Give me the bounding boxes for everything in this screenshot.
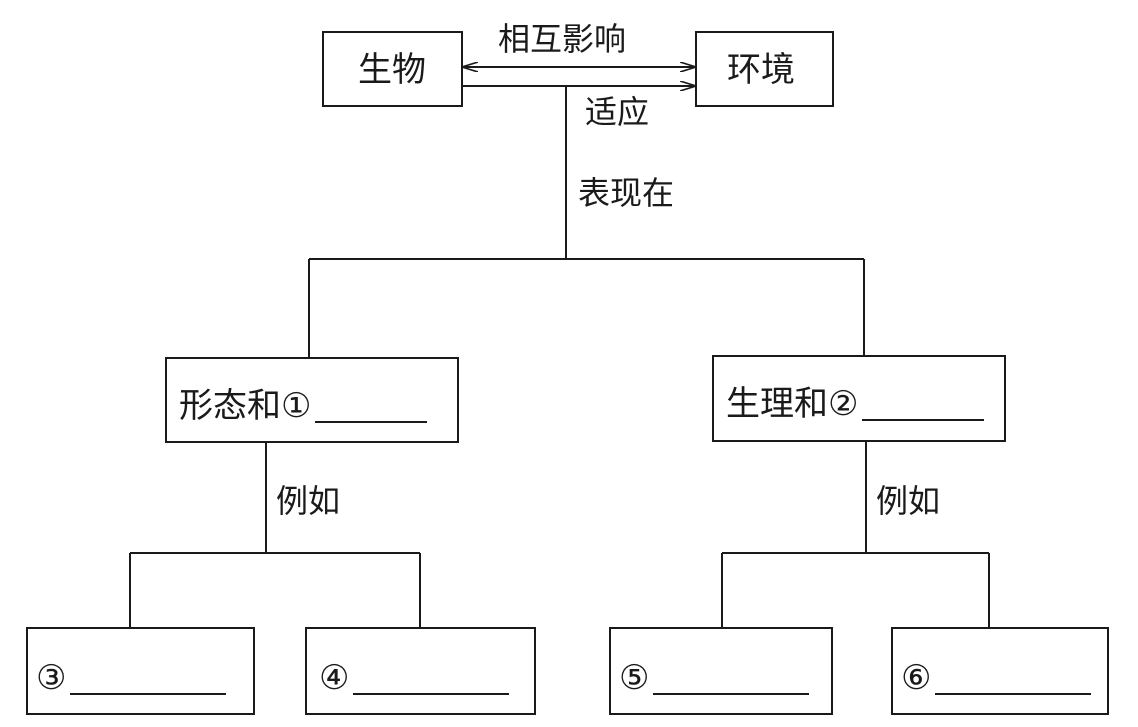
physiology-label-text: 生理和② bbox=[726, 384, 859, 424]
blank-1-line[interactable] bbox=[315, 391, 428, 423]
blank-6-number: ⑥ bbox=[901, 658, 932, 698]
organism-box: 生物 bbox=[322, 31, 463, 107]
morphology-label-text: 形态和① bbox=[179, 386, 312, 426]
right-example-label: 例如 bbox=[876, 482, 941, 520]
blank-6-line[interactable] bbox=[935, 663, 1092, 695]
blank-box-6: ⑥ bbox=[891, 627, 1109, 715]
blank-5-label: ⑤ bbox=[619, 658, 810, 698]
environment-box: 环境 bbox=[695, 31, 834, 107]
environment-label: 环境 bbox=[727, 50, 795, 90]
blank-4-line[interactable] bbox=[353, 663, 510, 695]
blank-4-label: ④ bbox=[319, 658, 510, 698]
left-example-label: 例如 bbox=[276, 482, 341, 520]
blank-5-number: ⑤ bbox=[619, 658, 650, 698]
blank-3-line[interactable] bbox=[70, 663, 227, 695]
blank-4-number: ④ bbox=[319, 658, 350, 698]
mutual-influence-label: 相互影响 bbox=[498, 20, 627, 58]
morphology-label: 形态和① bbox=[179, 386, 428, 426]
manifested-in-label: 表现在 bbox=[578, 174, 675, 212]
blank-3-number: ③ bbox=[36, 658, 67, 698]
blank-box-4: ④ bbox=[305, 627, 536, 715]
physiology-box: 生理和② bbox=[712, 355, 1006, 442]
blank-6-label: ⑥ bbox=[901, 658, 1092, 698]
blank-2-line[interactable] bbox=[862, 389, 985, 421]
blank-5-line[interactable] bbox=[653, 663, 810, 695]
blank-3-label: ③ bbox=[36, 658, 227, 698]
organism-label: 生物 bbox=[358, 50, 426, 90]
adaptation-label: 适应 bbox=[585, 93, 650, 131]
physiology-label: 生理和② bbox=[726, 384, 985, 424]
blank-box-5: ⑤ bbox=[609, 627, 833, 715]
morphology-box: 形态和① bbox=[165, 357, 459, 443]
blank-box-3: ③ bbox=[26, 627, 255, 715]
